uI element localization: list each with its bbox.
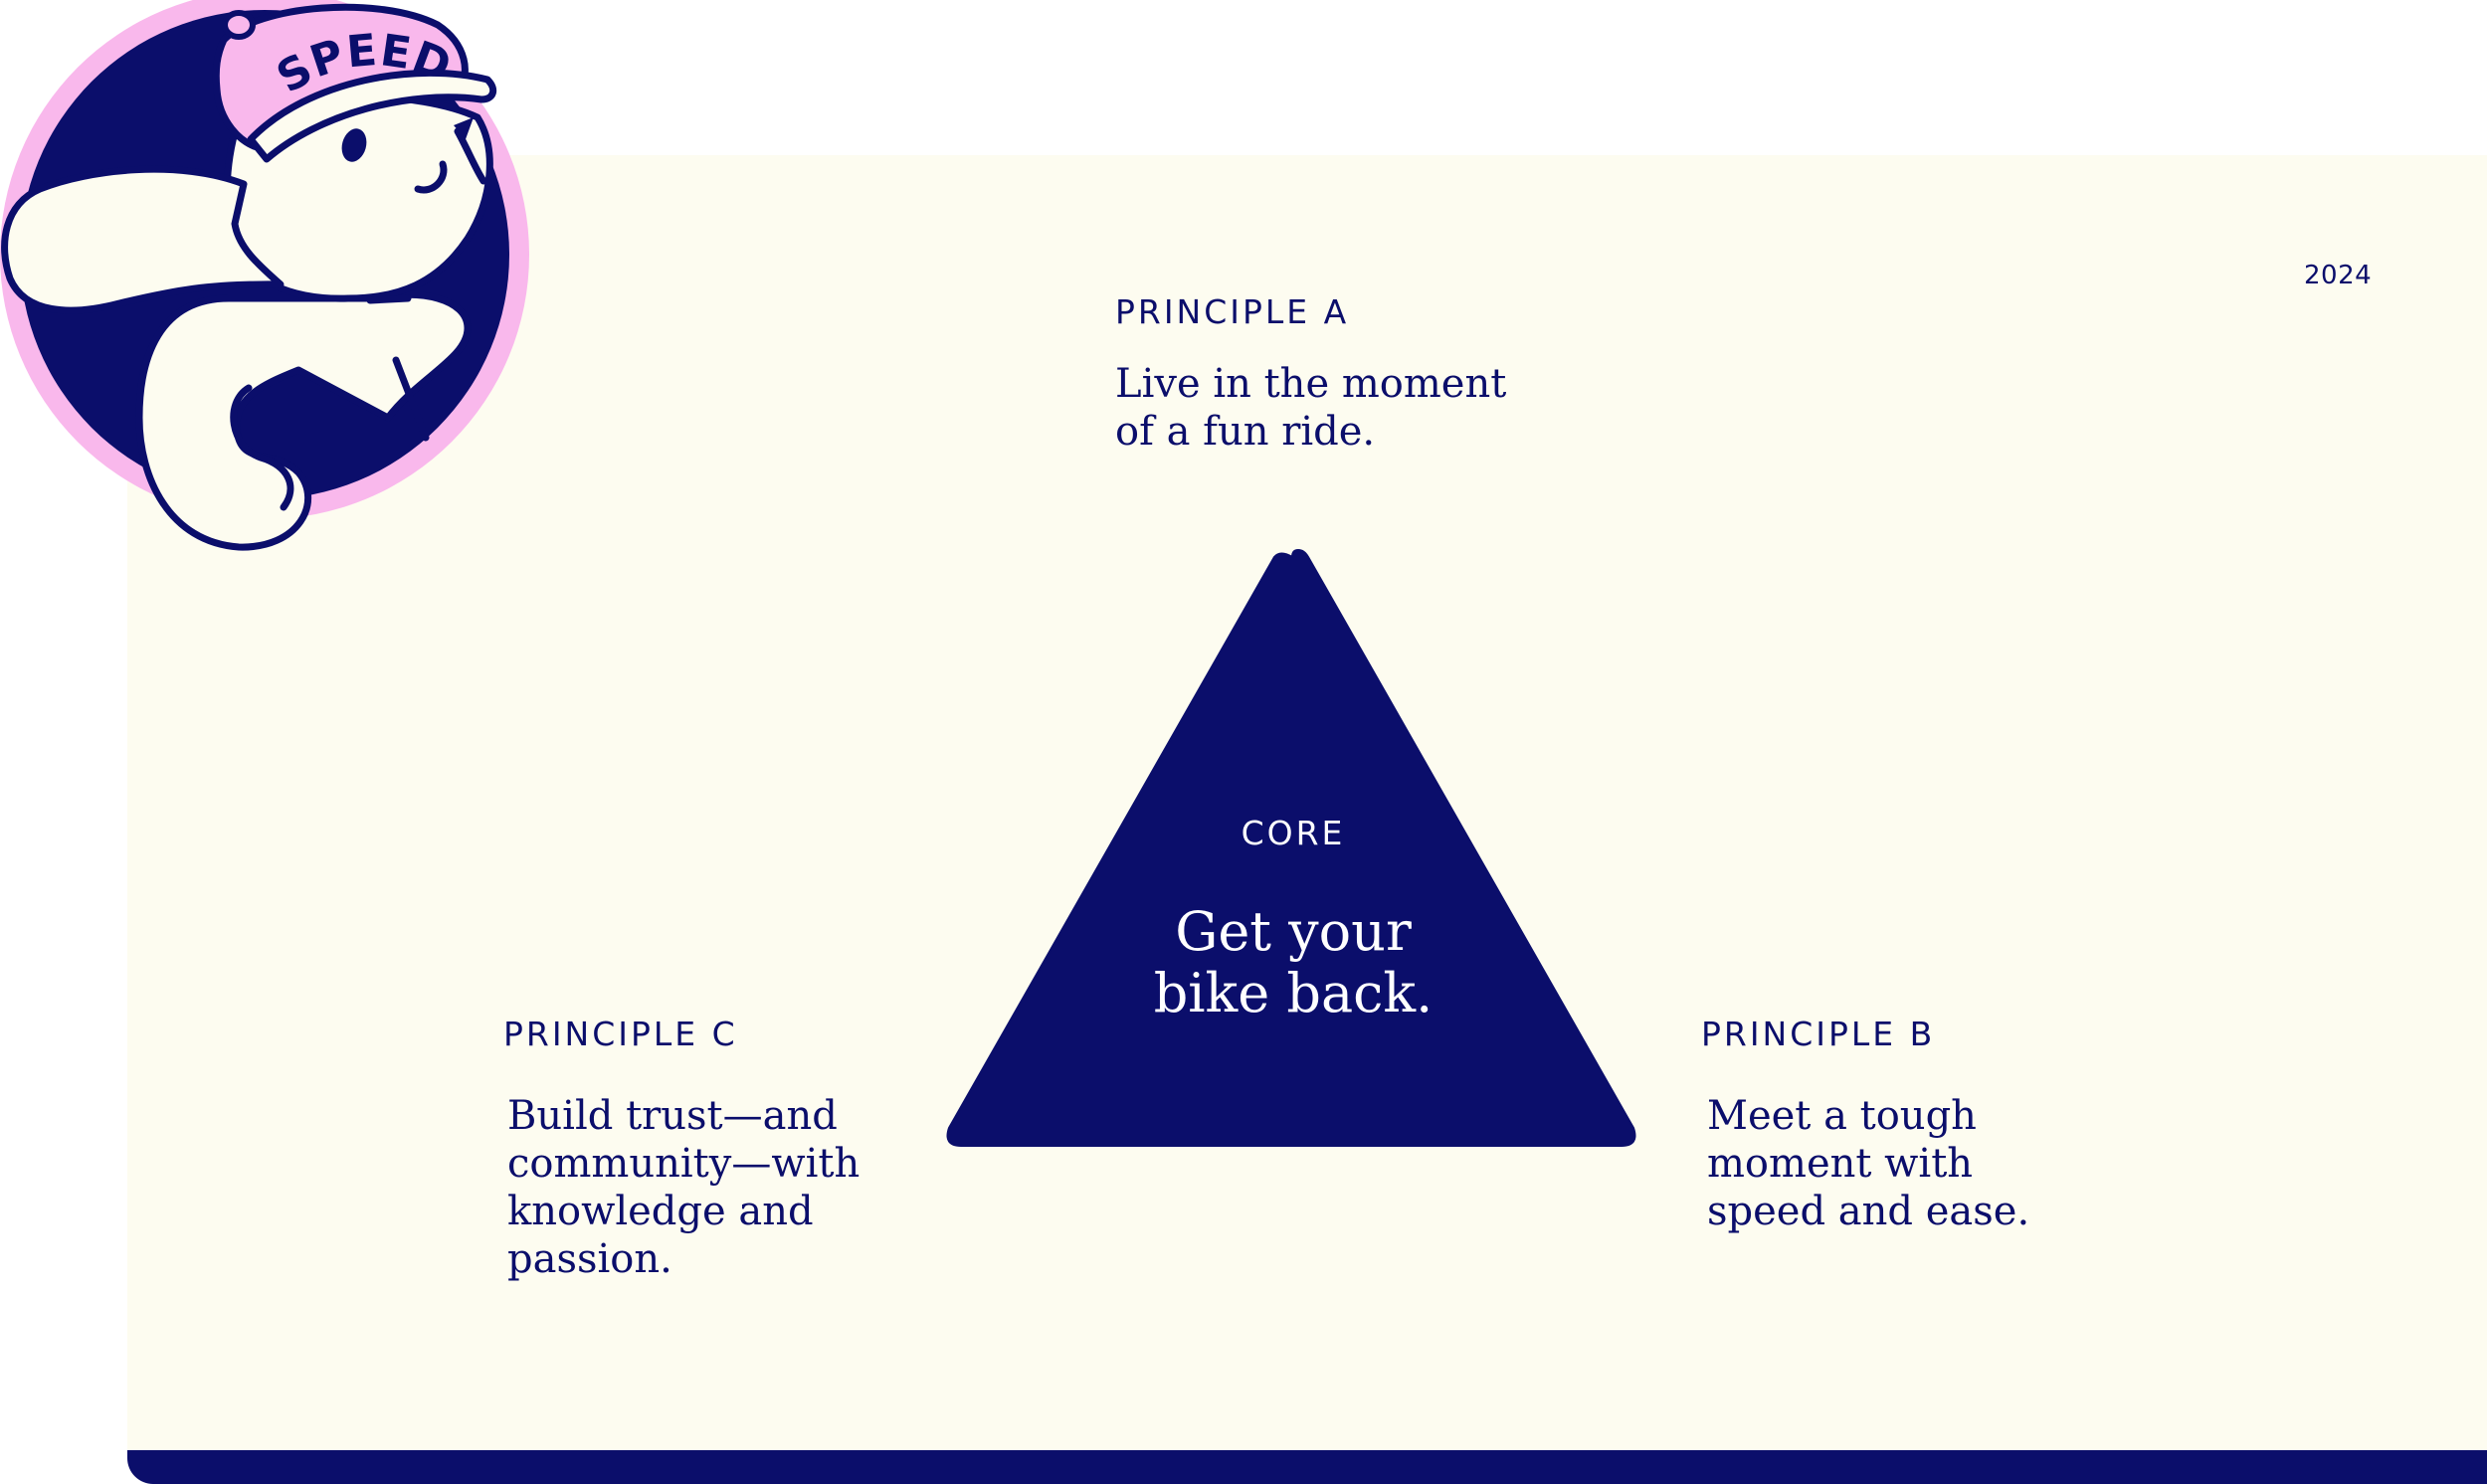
principle-a-line-1: Live in the moment [1115, 361, 1507, 407]
principle-b-line-1: Meet a tough [1707, 1093, 1977, 1139]
principle-b-line-2: moment with [1707, 1141, 1974, 1187]
dog-eye [341, 128, 367, 162]
principle-c-line-1: Build trust—and [507, 1093, 838, 1139]
principle-b-text: Meet a tough moment with speed and ease. [1707, 1092, 2029, 1235]
principle-c-line-3: knowledge and [507, 1189, 814, 1234]
principle-b-line-3: speed and ease. [1707, 1189, 2030, 1234]
principle-a-text: Live in the moment of a fun ride. [1115, 360, 1506, 456]
card-bottom-bar [127, 1450, 2487, 1484]
principle-c-text: Build trust—and community—with knowledge… [507, 1092, 860, 1283]
principle-c-line-4: passion. [507, 1236, 672, 1282]
principle-a-label: PRINCIPLE A [1115, 292, 1350, 331]
dog-nose [454, 117, 474, 139]
speedy-mascot-logo: SPEEDY [0, 0, 529, 551]
dog-body [135, 290, 472, 551]
principle-b-label: PRINCIPLE B [1701, 1015, 1936, 1053]
principle-c-label: PRINCIPLE C [503, 1015, 738, 1053]
core-line-1: Get your [1175, 900, 1412, 963]
core-statement: Get your bike back. [1094, 901, 1492, 1024]
cap-button [222, 10, 256, 40]
core-line-2: bike back. [1153, 962, 1434, 1024]
year-label: 2024 [2304, 261, 2373, 290]
principle-c-line-2: community—with [507, 1141, 861, 1187]
core-label: CORE [1241, 814, 1346, 852]
principle-a-line-2: of a fun ride. [1115, 409, 1376, 455]
